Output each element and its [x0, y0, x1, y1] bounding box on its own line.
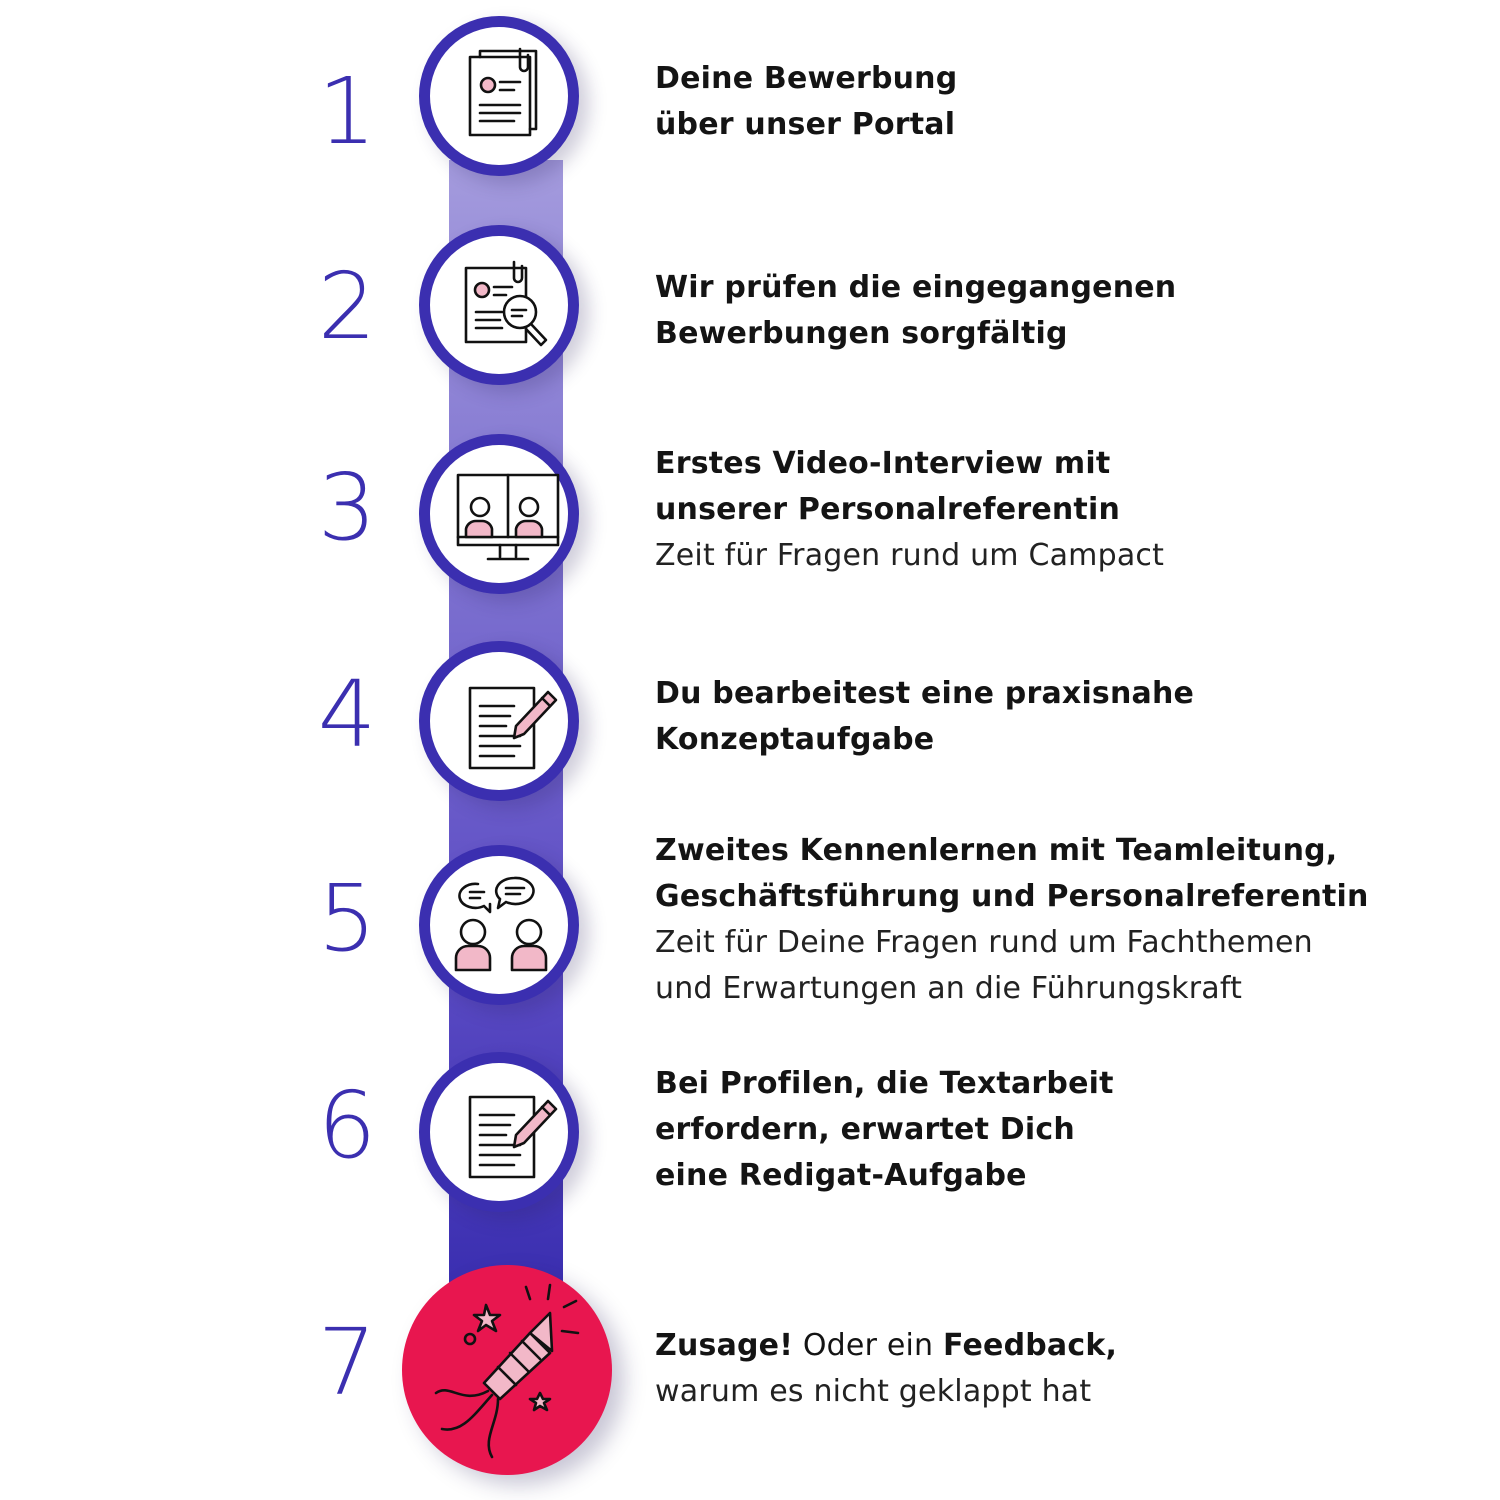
- step-number: 1: [317, 58, 377, 165]
- video-call-icon: [456, 473, 560, 561]
- step-number: 7: [317, 1309, 377, 1416]
- conversation-icon: [454, 876, 548, 972]
- step-5: 5 Zweites Kennenlernen mit Teamleitung, …: [0, 833, 1500, 1025]
- step-text: Bei Profilen, die Textarbeit erfordern, …: [655, 1061, 1475, 1199]
- step-title-line: Konzeptaufgabe: [655, 722, 935, 757]
- step-title-line: Zweites Kennenlernen mit Teamleitung,: [655, 833, 1338, 868]
- step-text: Deine Bewerbung über unser Portal: [655, 56, 1475, 148]
- step-4: 4 Du bearbeitest eine praxisnahe Konzept…: [0, 641, 1500, 821]
- firework-rocket-icon: [434, 1283, 580, 1459]
- step-number: 2: [317, 253, 377, 360]
- step-title-line: Bewerbungen sorgfältig: [655, 316, 1068, 351]
- step-icon-circle: [402, 1265, 612, 1475]
- step-2: 2 Wir prüfen die eingegangenen Bewerbung…: [0, 225, 1500, 405]
- step-title-line: unserer Personalreferentin: [655, 492, 1120, 527]
- step-1: 1 Deine Bewerbung über unser Portal: [0, 16, 1500, 196]
- step-title-line: Du bearbeitest eine praxisnahe: [655, 676, 1195, 711]
- application-document-icon: [468, 47, 538, 137]
- step-title-line: Wir prüfen die eingegangenen: [655, 270, 1177, 305]
- step-title-line: Erstes Video-Interview mit: [655, 446, 1111, 481]
- step-title-line: über unser Portal: [655, 107, 956, 142]
- step-text: Erstes Video-Interview mit unserer Perso…: [655, 441, 1475, 579]
- acceptance-label: Zusage!: [655, 1328, 794, 1363]
- step-number: 3: [317, 454, 377, 561]
- step-6: 6 Bei Profilen, die Textarbeit erfordern…: [0, 1052, 1500, 1232]
- step-title-line: Geschäftsführung und Personalreferentin: [655, 879, 1369, 914]
- connector-text: Oder ein: [793, 1328, 943, 1363]
- step-icon-circle: [419, 434, 579, 594]
- step-text: Du bearbeitest eine praxisnahe Konzeptau…: [655, 671, 1475, 763]
- step-title-line: erfordern, erwartet Dich: [655, 1112, 1075, 1147]
- step-subtitle-line: Zeit für Deine Fragen rund um Fachthemen: [655, 925, 1313, 960]
- step-title-line: Bei Profilen, die Textarbeit: [655, 1066, 1114, 1101]
- step-text: Zweites Kennenlernen mit Teamleitung, Ge…: [655, 828, 1475, 1012]
- step-number: 6: [317, 1072, 377, 1179]
- step-icon-circle: [419, 225, 579, 385]
- document-review-icon: [464, 260, 548, 347]
- step-icon-circle: [419, 1052, 579, 1212]
- step-number: 5: [317, 865, 377, 972]
- step-title-line: eine Redigat-Aufgabe: [655, 1158, 1027, 1193]
- step-title-line: Deine Bewerbung: [655, 61, 958, 96]
- step-3: 3 Erstes Video-Interview mit unserer Per…: [0, 434, 1500, 614]
- step-icon-circle: [419, 641, 579, 801]
- feedback-label: Feedback,: [943, 1328, 1118, 1363]
- step-icon-circle: [419, 845, 579, 1005]
- step-subtitle-line: Zeit für Fragen rund um Campact: [655, 538, 1165, 573]
- step-text: Zusage! Oder ein Feedback, warum es nich…: [655, 1323, 1475, 1415]
- step-7: 7 Zusage! Oder ein Feedback,: [0, 1265, 1500, 1475]
- step-text: Wir prüfen die eingegangenen Bewerbungen…: [655, 265, 1475, 357]
- step-icon-circle: [419, 16, 579, 176]
- step-result-line: Zusage! Oder ein Feedback,: [655, 1323, 1475, 1369]
- step-subtitle-line: und Erwartungen an die Führungskraft: [655, 971, 1243, 1006]
- editing-task-icon: [468, 1095, 558, 1179]
- step-number: 4: [317, 661, 377, 768]
- step-result-subline: warum es nicht geklappt hat: [655, 1374, 1092, 1409]
- writing-task-icon: [468, 686, 558, 770]
